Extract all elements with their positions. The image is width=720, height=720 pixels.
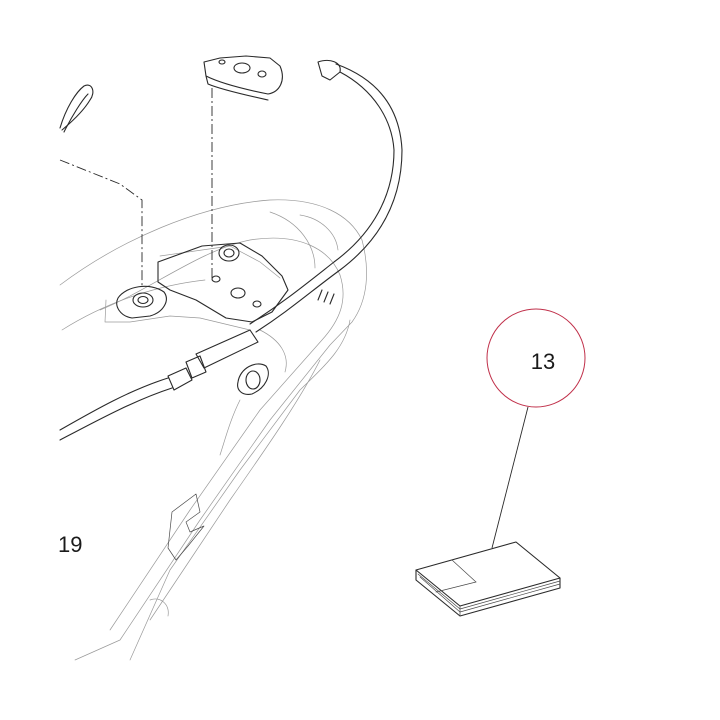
callout-13-number: 13: [531, 349, 555, 374]
frame-cutouts: [149, 493, 205, 617]
hinge-bracket: [203, 55, 283, 101]
frame-outline: [59, 199, 367, 661]
owners-manual-booklet: [415, 541, 561, 617]
cable-assembly: [59, 59, 403, 441]
mounting-bracket: [116, 242, 335, 395]
callout-13: 13: [486, 308, 586, 549]
callout-19: 19: [58, 532, 82, 557]
callout-19-number: 19: [58, 532, 82, 557]
spring-hook: [59, 84, 94, 133]
callout-13-circle: [486, 308, 586, 408]
alignment-lines: [59, 88, 213, 288]
callout-13-leader: [491, 406, 529, 549]
